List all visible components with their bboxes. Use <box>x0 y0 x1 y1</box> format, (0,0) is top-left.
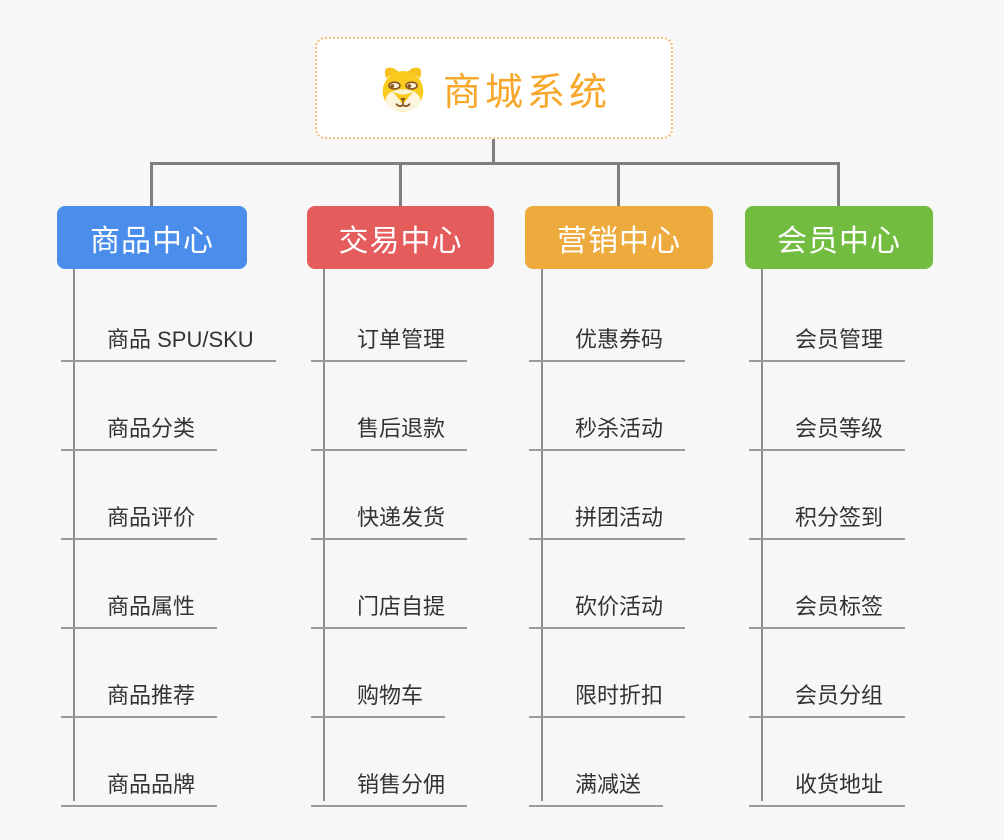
leaf-node[interactable]: 商品属性 <box>61 581 218 629</box>
leaf-node[interactable]: 优惠券码 <box>529 314 686 362</box>
connector-line <box>617 162 620 207</box>
leaf-node[interactable]: 拼团活动 <box>529 492 686 540</box>
connector-line <box>837 162 840 207</box>
leaf-node[interactable]: 商品品牌 <box>61 759 218 807</box>
branch-node-marketing-center[interactable]: 营销中心 <box>525 206 713 269</box>
leaf-node[interactable]: 订单管理 <box>311 314 468 362</box>
leaf-node[interactable]: 收货地址 <box>749 759 906 807</box>
leaf-node[interactable]: 商品分类 <box>61 403 218 451</box>
leaf-node[interactable]: 售后退款 <box>311 403 468 451</box>
leaf-node[interactable]: 限时折扣 <box>529 670 686 718</box>
connector-line <box>150 162 153 207</box>
root-node[interactable]: 商城系统 <box>315 37 673 139</box>
leaf-node[interactable]: 会员等级 <box>749 403 906 451</box>
leaf-node[interactable]: 快递发货 <box>311 492 468 540</box>
leaf-node[interactable]: 商品评价 <box>61 492 218 540</box>
leaf-node[interactable]: 会员分组 <box>749 670 906 718</box>
leaf-node[interactable]: 会员标签 <box>749 581 906 629</box>
branch-spine <box>761 269 763 801</box>
leaf-node[interactable]: 满减送 <box>529 759 664 807</box>
leaf-node[interactable]: 商品推荐 <box>61 670 218 718</box>
connector-line <box>492 139 495 164</box>
connector-line <box>399 162 402 207</box>
branch-node-product-center[interactable]: 商品中心 <box>57 206 247 269</box>
connector-line <box>151 162 840 165</box>
leaf-node[interactable]: 会员管理 <box>749 314 906 362</box>
branch-spine <box>541 269 543 801</box>
branch-node-member-center[interactable]: 会员中心 <box>745 206 933 269</box>
leaf-node[interactable]: 积分签到 <box>749 492 906 540</box>
dog-face-icon <box>377 62 429 114</box>
branch-spine <box>73 269 75 801</box>
leaf-node[interactable]: 砍价活动 <box>529 581 686 629</box>
root-title: 商城系统 <box>442 71 611 114</box>
leaf-node[interactable]: 秒杀活动 <box>529 403 686 451</box>
leaf-node[interactable]: 门店自提 <box>311 581 468 629</box>
branch-spine <box>323 269 325 801</box>
leaf-node[interactable]: 销售分佣 <box>311 759 468 807</box>
leaf-node[interactable]: 购物车 <box>311 670 446 718</box>
leaf-node[interactable]: 商品 SPU/SKU <box>61 314 276 362</box>
branch-node-trade-center[interactable]: 交易中心 <box>307 206 494 269</box>
